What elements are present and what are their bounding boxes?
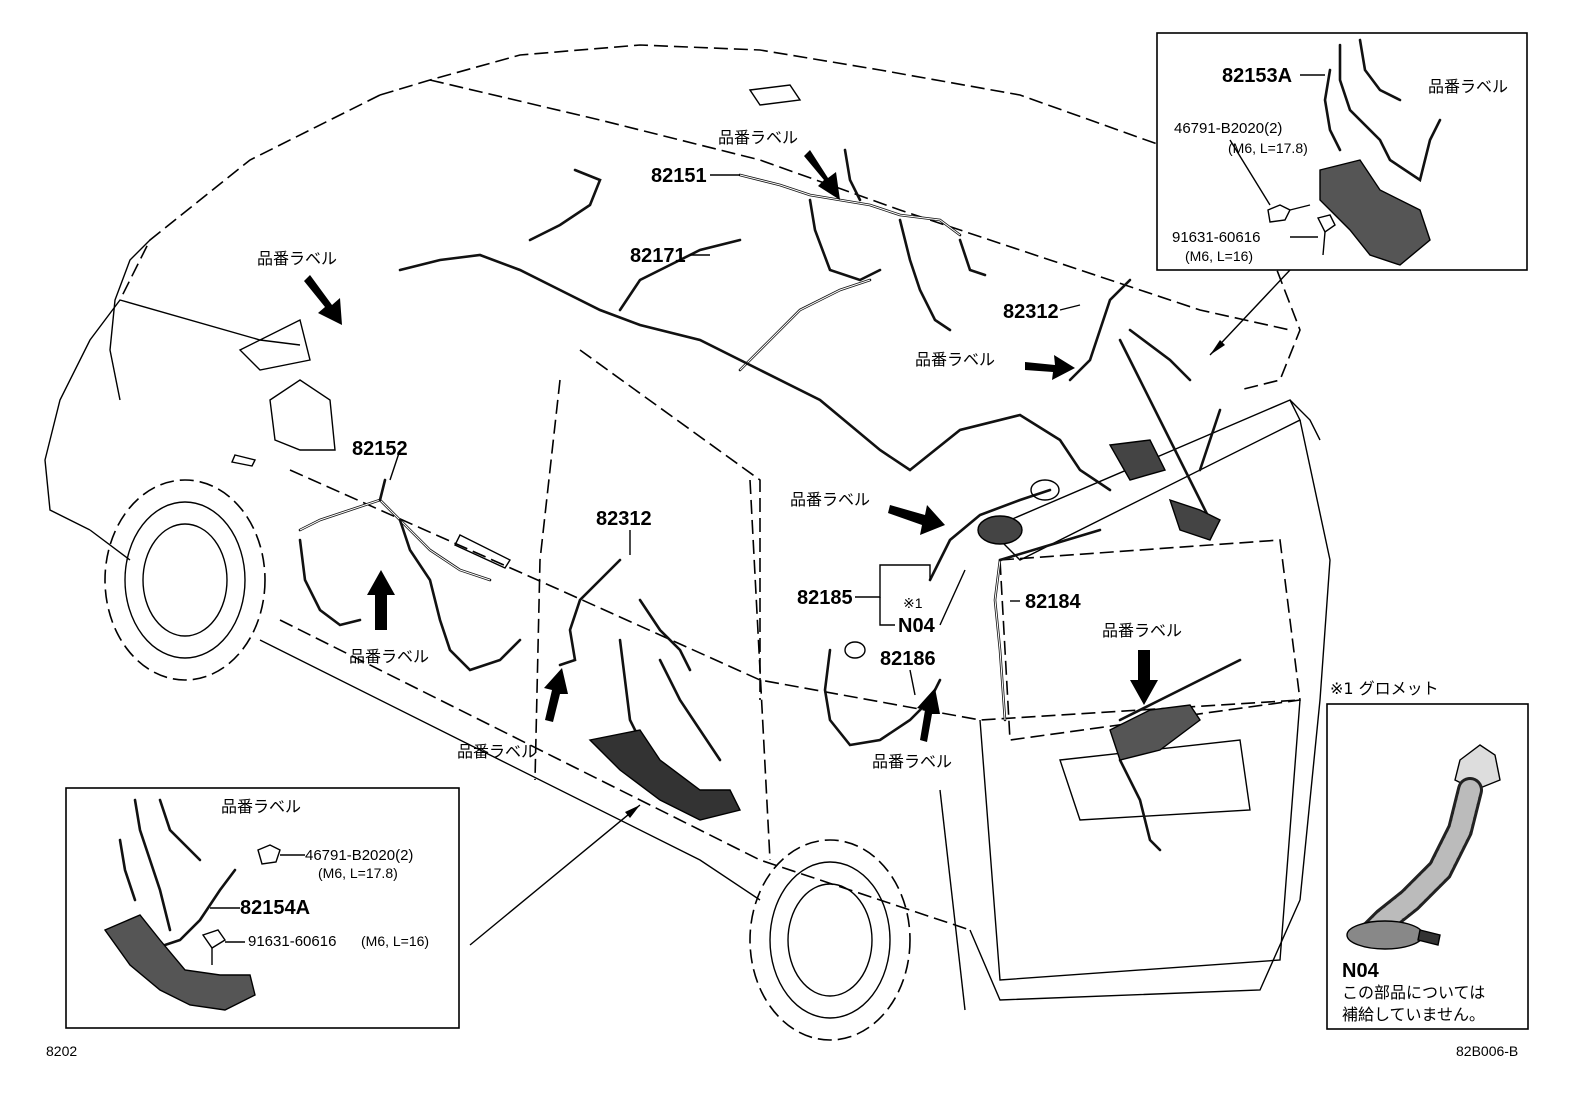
leader-lines xyxy=(389,174,1291,1011)
part-82184-label: 82184 xyxy=(1025,591,1081,613)
footer-page-code: 8202 xyxy=(46,1043,77,1059)
harness-82312-door xyxy=(558,558,742,821)
part-label-text-front: 品番ラベル xyxy=(257,249,337,268)
part-label-text-roof: 品番ラベル xyxy=(718,128,798,147)
part-82312-roof-label: 82312 xyxy=(1003,301,1059,323)
part-82186-label: 82186 xyxy=(880,648,936,670)
harness-hatch xyxy=(1108,439,1242,852)
inset-grommet: ※1 グロメット N04 この部品については 補給していません。 xyxy=(1326,679,1529,1030)
part-82312-door-label: 82312 xyxy=(596,508,652,530)
harness-82312-roof xyxy=(908,278,1222,522)
part-82151-label: 82151 xyxy=(651,165,707,187)
inset-tr-screw-code: 91631-60616 xyxy=(1172,229,1260,246)
part-label-text-roof-rear: 品番ラベル xyxy=(915,350,995,369)
inset-tr-part-label: 82153A xyxy=(1222,65,1292,87)
harness-82185 xyxy=(928,479,1060,582)
harness-82152 xyxy=(298,478,522,672)
inset-bl-bolt-code: 46791-B2020(2) xyxy=(305,847,413,864)
part-label-text-82185: 品番ラベル xyxy=(790,490,870,509)
inset-bl-screw-code: 91631-60616 xyxy=(248,933,336,950)
part-labels: 82151 82171 82312 82152 82312 82185 8218… xyxy=(257,128,1182,771)
inset-tr-part-label-text: 品番ラベル xyxy=(1428,77,1508,96)
grommet-note-line1: この部品については xyxy=(1342,983,1485,1002)
grommet-note-line2: 補給していません。 xyxy=(1342,1005,1485,1024)
part-82171-label: 82171 xyxy=(630,245,686,267)
inset-bl-screw-spec: (M6, L=16) xyxy=(361,933,429,949)
harness-82184 xyxy=(993,528,1102,722)
vehicle-body xyxy=(44,44,1331,1041)
inset-tr-bolt-spec: (M6, L=17.8) xyxy=(1228,140,1308,156)
inset-tr-screw-spec: (M6, L=16) xyxy=(1185,248,1253,264)
n04-label: N04 xyxy=(898,615,936,637)
part-label-text-82152: 品番ラベル xyxy=(349,647,429,666)
part-label-text-82186: 品番ラベル xyxy=(872,752,952,771)
inset-bl-part-label: 82154A xyxy=(240,897,310,919)
inset-bl-bolt-spec: (M6, L=17.8) xyxy=(318,865,398,881)
footer-figure-code: 82B006-B xyxy=(1456,1043,1518,1059)
part-label-text-hatch: 品番ラベル xyxy=(1102,621,1182,640)
inset-top-right: 82153A 46791-B2020(2) (M6, L=17.8) 91631… xyxy=(1156,32,1528,271)
part-82185-label: 82185 xyxy=(797,587,853,609)
harness-82151 xyxy=(738,148,987,332)
part-label-text-door: 品番ラベル xyxy=(457,742,537,761)
inset-tr-bolt-code: 46791-B2020(2) xyxy=(1174,120,1282,137)
inset-bottom-left: 82154A 46791-B2020(2) (M6, L=17.8) 91631… xyxy=(65,787,460,1029)
grommet-ref-label: ※1 xyxy=(903,595,923,611)
harness-82171 xyxy=(398,168,912,472)
grommet-code: N04 xyxy=(1342,960,1380,982)
part-82152-label: 82152 xyxy=(352,438,408,460)
grommet-title: ※1 グロメット xyxy=(1330,679,1439,698)
inset-bl-part-label-text: 品番ラベル xyxy=(221,797,301,816)
